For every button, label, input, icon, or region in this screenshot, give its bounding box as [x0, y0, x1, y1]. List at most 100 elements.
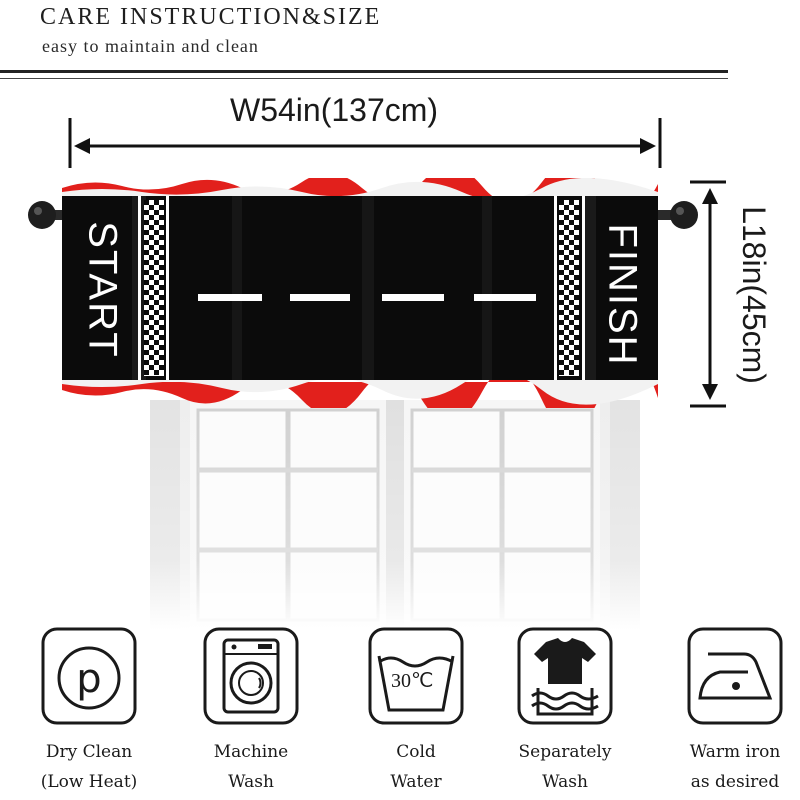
checker-square	[149, 205, 154, 210]
checker-square	[159, 255, 164, 260]
checker-square	[159, 305, 164, 310]
checker-square	[559, 200, 564, 205]
checker-square	[159, 355, 164, 360]
separate-wash-shirt-icon	[517, 627, 613, 725]
checker-square	[159, 275, 164, 280]
care-item-separately-wash: Separately Wash	[500, 622, 630, 800]
checker-square	[144, 300, 149, 305]
checker-square	[559, 320, 564, 325]
checker-square	[569, 340, 574, 345]
checker-square	[144, 220, 149, 225]
checker-square	[564, 365, 569, 370]
checker-square	[144, 210, 149, 215]
checker-square	[149, 305, 154, 310]
checker-square	[574, 205, 579, 210]
care-label: Warm iron	[689, 742, 781, 762]
checker-square	[564, 245, 569, 250]
checker-square	[569, 250, 574, 255]
height-dimension-arrow	[690, 180, 726, 408]
checker-square	[559, 260, 564, 265]
checker-square	[154, 250, 159, 255]
page-subtitle: easy to maintain and clean	[42, 36, 259, 56]
checker-square	[149, 265, 154, 270]
checker-square	[159, 345, 164, 350]
checker-square	[559, 240, 564, 245]
checker-square	[569, 370, 574, 375]
checker-square	[569, 330, 574, 335]
road-dash	[290, 294, 350, 301]
checker-square	[149, 215, 154, 220]
checker-square	[559, 290, 564, 295]
checker-square	[559, 310, 564, 315]
checker-square	[564, 265, 569, 270]
checker-square	[154, 360, 159, 365]
checker-square	[149, 315, 154, 320]
width-dimension-arrow	[68, 118, 662, 168]
checker-square	[154, 230, 159, 235]
checker-square	[574, 295, 579, 300]
care-temp-label: 30℃	[391, 670, 434, 692]
road-dash	[198, 294, 262, 301]
checker-square	[149, 365, 154, 370]
checker-square	[154, 300, 159, 305]
washing-machine-icon	[203, 627, 299, 725]
checker-square	[569, 200, 574, 205]
checker-square	[144, 330, 149, 335]
checker-square	[569, 360, 574, 365]
checker-square	[154, 260, 159, 265]
checker-square	[564, 355, 569, 360]
checker-square	[569, 220, 574, 225]
checker-square	[144, 370, 149, 375]
checker-square	[564, 275, 569, 280]
checker-square	[159, 235, 164, 240]
svg-text:p: p	[76, 656, 101, 702]
checker-square	[569, 210, 574, 215]
checker-square	[149, 355, 154, 360]
checker-square	[144, 360, 149, 365]
care-item-cold-water: 30℃ Cold Water	[351, 622, 481, 800]
checker-square	[574, 275, 579, 280]
checker-square	[154, 280, 159, 285]
checker-square	[154, 320, 159, 325]
checker-square	[574, 325, 579, 330]
care-label: Separately	[518, 742, 612, 762]
checker-square	[149, 345, 154, 350]
checker-square	[159, 225, 164, 230]
checker-square	[559, 350, 564, 355]
checker-square	[574, 225, 579, 230]
care-item-warm-iron: Warm iron as desired	[670, 622, 800, 800]
dry-clean-p-icon: p	[41, 627, 137, 725]
checker-square	[574, 345, 579, 350]
wash-tub-30c-icon	[368, 627, 464, 725]
checker-square	[574, 365, 579, 370]
checker-square	[159, 215, 164, 220]
checker-square	[559, 250, 564, 255]
road-dash	[474, 294, 536, 301]
iron-icon	[687, 627, 783, 725]
checker-square	[154, 240, 159, 245]
checker-square	[159, 245, 164, 250]
checker-square	[159, 295, 164, 300]
checker-square	[569, 310, 574, 315]
checker-square	[144, 260, 149, 265]
checker-square	[559, 370, 564, 375]
checker-square	[144, 340, 149, 345]
checker-square	[159, 265, 164, 270]
checker-square	[564, 315, 569, 320]
checker-square	[574, 315, 579, 320]
checker-square	[149, 245, 154, 250]
checker-square	[154, 340, 159, 345]
checker-square	[559, 330, 564, 335]
checker-square	[144, 240, 149, 245]
checker-square	[144, 290, 149, 295]
checker-square	[159, 205, 164, 210]
road-dash	[382, 294, 444, 301]
checker-square	[574, 305, 579, 310]
checker-square	[559, 230, 564, 235]
checker-square	[569, 280, 574, 285]
checker-square	[564, 285, 569, 290]
checker-square	[154, 370, 159, 375]
care-label: as desired	[690, 772, 780, 792]
header-divider-thick	[0, 70, 728, 73]
care-label: Machine	[213, 742, 289, 762]
